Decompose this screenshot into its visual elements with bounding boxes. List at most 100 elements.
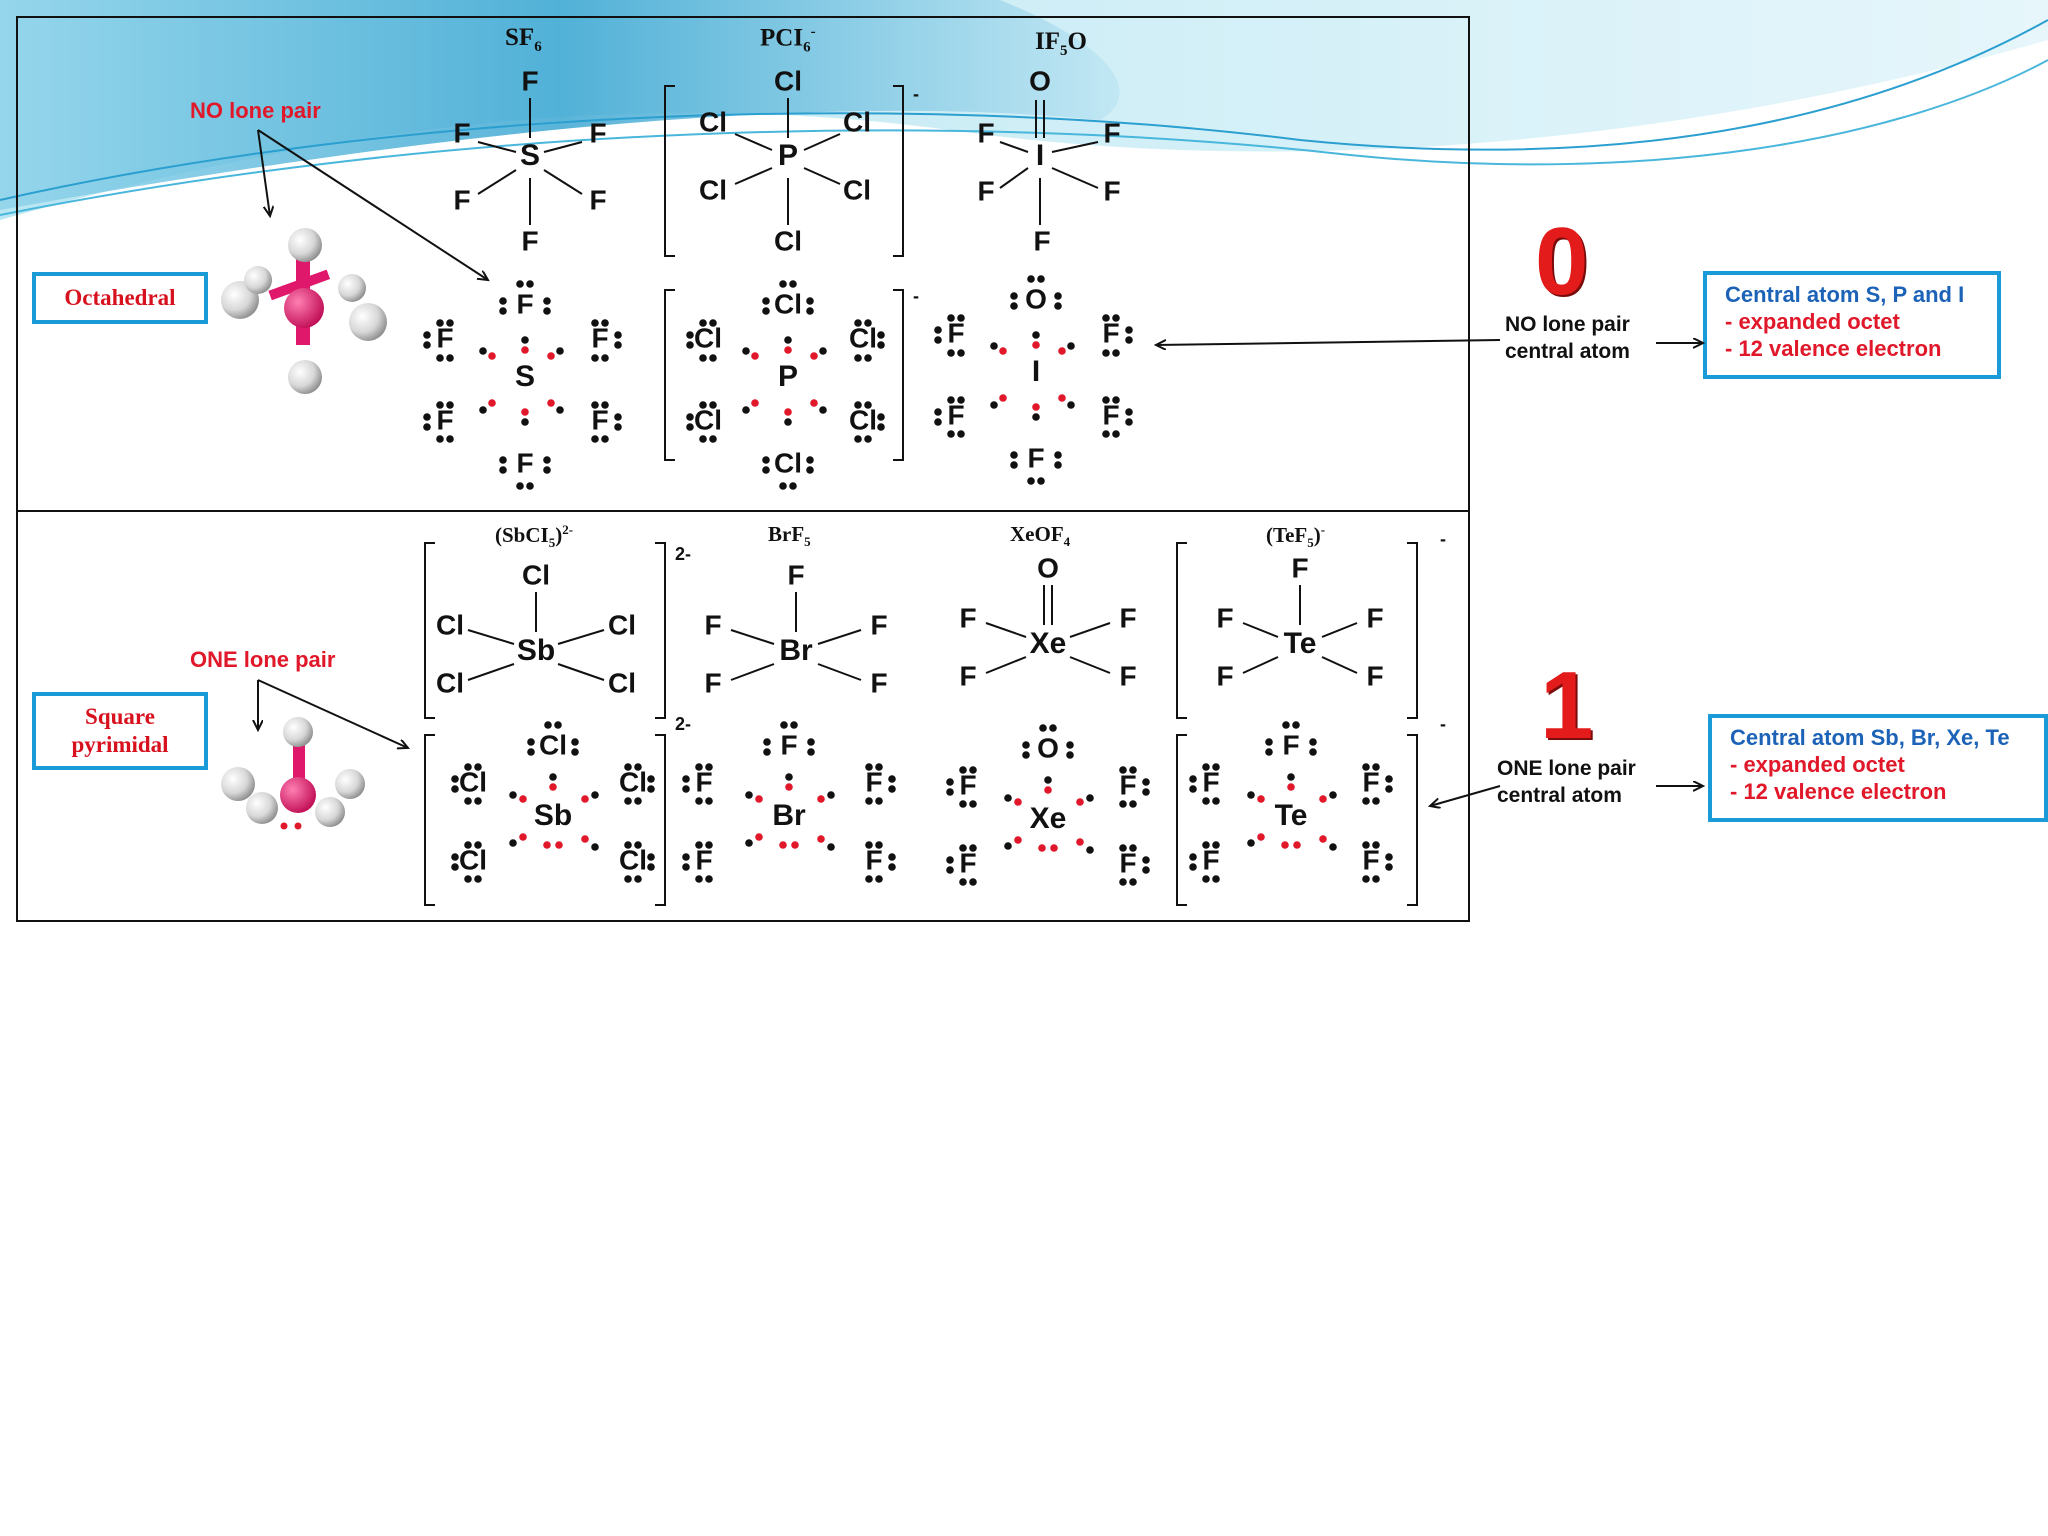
electron-dot — [934, 326, 942, 334]
electron-dot — [1067, 401, 1075, 409]
electron-dot — [464, 875, 472, 883]
bracket-left — [1176, 734, 1187, 906]
electron-dot — [1385, 785, 1393, 793]
wave-background — [0, 0, 2048, 220]
atom-F: F — [589, 184, 606, 215]
electron-dot — [516, 482, 524, 490]
electron-dot — [1385, 863, 1393, 871]
top-info-box: Central atom S, P and I - expanded octet… — [1703, 271, 2001, 379]
atom-Cl: Cl — [694, 404, 722, 435]
bracket-right — [1407, 542, 1418, 719]
atom-S: S — [520, 139, 540, 172]
electron-dot — [854, 401, 862, 409]
electron-dot — [1014, 836, 1022, 844]
atom-F: F — [959, 847, 976, 878]
electron-dot — [1022, 751, 1030, 759]
electron-dot — [634, 841, 642, 849]
electron-dot — [1362, 763, 1370, 771]
electron-dot — [865, 763, 873, 771]
electron-dot — [543, 297, 551, 305]
electron-dot — [1282, 721, 1290, 729]
electron-dot — [1058, 347, 1066, 355]
bottom-caption: ONE lone pair — [190, 647, 336, 672]
electron-dot — [464, 797, 472, 805]
atom-I: I — [1032, 355, 1040, 388]
electron-dot — [762, 456, 770, 464]
electron-dot — [1202, 797, 1210, 805]
electron-dot — [1385, 853, 1393, 861]
bracket-right — [655, 734, 666, 906]
electron-dot — [581, 795, 589, 803]
atom-P: P — [778, 360, 798, 393]
electron-dot — [601, 354, 609, 362]
electron-dot — [624, 841, 632, 849]
electron-dot — [755, 795, 763, 803]
atom-F: F — [1202, 844, 1219, 875]
atom-F: F — [436, 404, 453, 435]
atom-F: F — [1282, 729, 1299, 760]
atom-F: F — [453, 184, 470, 215]
electron-dot — [1022, 741, 1030, 749]
electron-dot — [591, 435, 599, 443]
electron-dot — [854, 354, 862, 362]
atom-Sb: Sb — [517, 634, 555, 667]
electron-dot — [1010, 461, 1018, 469]
electron-dot — [581, 835, 589, 843]
electron-dot — [488, 352, 496, 360]
electron-dot — [614, 413, 622, 421]
atom-F: F — [1102, 399, 1119, 430]
electron-dot — [934, 418, 942, 426]
bond — [467, 663, 515, 681]
bond — [803, 167, 841, 185]
electron-dot — [543, 466, 551, 474]
bracket-left — [424, 734, 435, 906]
electron-dot — [446, 354, 454, 362]
electron-dot — [699, 401, 707, 409]
bond — [1242, 656, 1279, 674]
atom-F: F — [516, 288, 533, 319]
electron-dot — [1037, 275, 1045, 283]
electron-dot — [446, 401, 454, 409]
electron-dot — [509, 839, 517, 847]
atom-F: F — [787, 559, 804, 590]
electron-dot — [527, 738, 535, 746]
electron-dot — [806, 297, 814, 305]
atom-F: F — [1216, 602, 1233, 633]
bond — [1321, 622, 1358, 638]
electron-dot — [947, 396, 955, 404]
electron-dot — [819, 347, 827, 355]
electron-dot — [1032, 331, 1040, 339]
electron-dot — [1112, 314, 1120, 322]
atom-O: O — [1025, 283, 1047, 314]
electron-dot — [1032, 341, 1040, 349]
electron-dot — [451, 785, 459, 793]
atom-Br: Br — [772, 799, 806, 832]
charge-label: 2- — [675, 544, 691, 564]
electron-dot — [682, 863, 690, 871]
electron-dot — [1125, 418, 1133, 426]
electron-dot — [601, 435, 609, 443]
atom-Cl: Cl — [774, 65, 802, 96]
top-caption: NO lone pair — [190, 98, 321, 123]
electron-dot — [547, 352, 555, 360]
atom-Cl: Cl — [843, 106, 871, 137]
electron-dot — [779, 482, 787, 490]
electron-dot — [699, 354, 707, 362]
electron-dot — [1112, 430, 1120, 438]
electron-dot — [946, 856, 954, 864]
electron-dot — [601, 319, 609, 327]
electron-dot — [969, 878, 977, 886]
atom-F: F — [1366, 602, 1383, 633]
electron-dot — [1212, 797, 1220, 805]
atom-Br: Br — [779, 634, 813, 667]
electron-dot — [947, 314, 955, 322]
atom-Cl: Cl — [774, 225, 802, 256]
molecule-name-sbcl5: (SbCI5)2- — [495, 522, 574, 551]
electron-dot — [854, 435, 862, 443]
bond — [734, 167, 773, 185]
atom-F: F — [865, 766, 882, 797]
electron-dot — [1112, 396, 1120, 404]
atom-Te: Te — [1284, 627, 1317, 660]
electron-dot — [1372, 797, 1380, 805]
